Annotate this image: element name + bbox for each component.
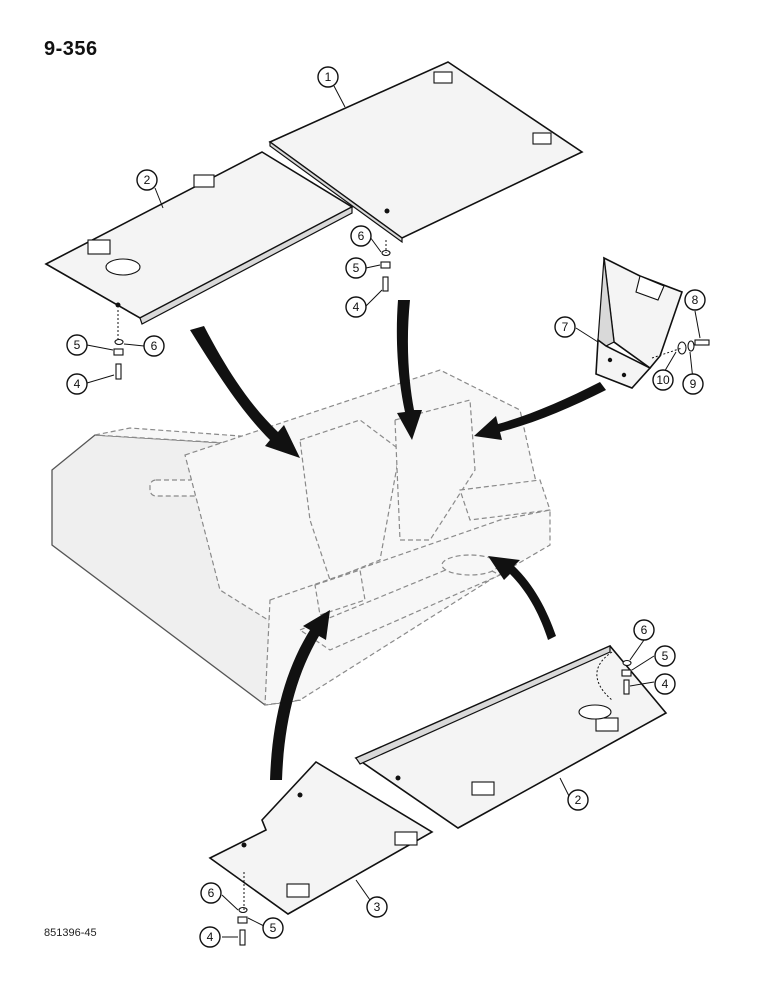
- callout-1: 1: [317, 66, 339, 88]
- callout-9: 9: [682, 373, 704, 395]
- svg-text:4: 4: [207, 930, 214, 944]
- callout-6-bottom-right: 6: [633, 619, 655, 641]
- hardware-set-bottom-left: [237, 906, 248, 946]
- callout-10: 10: [652, 369, 674, 391]
- install-arrow-bottom-left: [270, 610, 330, 780]
- callout-6-bottom-left: 6: [200, 882, 222, 904]
- svg-text:4: 4: [74, 377, 81, 391]
- callout-4-bottom-right: 4: [654, 673, 676, 695]
- svg-text:6: 6: [151, 339, 158, 353]
- svg-text:10: 10: [656, 373, 670, 387]
- panel-2-bottom-right-cover: [354, 645, 668, 829]
- panel-1-top-cover: [268, 61, 584, 244]
- svg-text:5: 5: [353, 261, 360, 275]
- bracket-7: [595, 256, 684, 389]
- hinge-icon: [394, 831, 418, 846]
- hardware-set-top-left: [113, 338, 124, 380]
- svg-text:4: 4: [353, 300, 360, 314]
- hinge-icon: [87, 239, 111, 255]
- svg-text:5: 5: [662, 649, 669, 663]
- svg-text:4: 4: [662, 677, 669, 691]
- svg-text:2: 2: [144, 173, 151, 187]
- hinge-icon: [595, 717, 619, 732]
- hardware-set-top-center: [380, 249, 391, 292]
- callout-5-bottom-left: 5: [262, 917, 284, 939]
- hinge-icon: [532, 132, 552, 145]
- hardware-set-bottom-right: [621, 659, 632, 695]
- callout-4-top-center: 4: [345, 296, 367, 318]
- hinge-icon: [471, 781, 495, 796]
- svg-text:5: 5: [74, 338, 81, 352]
- figure-reference-number: 851396-45: [44, 927, 97, 939]
- callout-8: 8: [684, 289, 706, 311]
- install-arrow-top-center: [396, 300, 422, 440]
- svg-text:7: 7: [562, 320, 569, 334]
- callout-5-bottom-right: 5: [654, 645, 676, 667]
- callout-6-top-left: 6: [143, 335, 165, 357]
- callout-2-top: 2: [136, 169, 158, 191]
- callout-4-top-left: 4: [66, 373, 88, 395]
- callout-2-bottom: 2: [567, 789, 589, 811]
- svg-text:5: 5: [270, 921, 277, 935]
- svg-text:9: 9: [690, 377, 697, 391]
- hinge-icon: [433, 71, 453, 84]
- install-arrow-top-left: [190, 326, 300, 458]
- hinge-icon: [286, 883, 310, 898]
- hinge-icon: [193, 174, 215, 188]
- svg-text:2: 2: [575, 793, 582, 807]
- svg-text:6: 6: [358, 229, 365, 243]
- callout-5-top-center: 5: [345, 257, 367, 279]
- install-arrow-bracket: [474, 382, 606, 440]
- callout-5-top-left: 5: [66, 334, 88, 356]
- panel-2-top-left-cover: [44, 151, 354, 325]
- svg-text:6: 6: [208, 886, 215, 900]
- svg-text:1: 1: [325, 70, 332, 84]
- svg-text:8: 8: [692, 293, 699, 307]
- callout-7: 7: [554, 316, 576, 338]
- callout-4-bottom-left: 4: [199, 926, 221, 948]
- callout-3: 3: [366, 896, 388, 918]
- svg-text:3: 3: [374, 900, 381, 914]
- hardware-set-bracket: [677, 339, 710, 355]
- callout-6-top-center: 6: [350, 225, 372, 247]
- install-arrow-bottom-right: [488, 556, 556, 640]
- panel-3-bottom-left-cover: [208, 760, 434, 915]
- page-number: 9-356: [44, 38, 98, 60]
- svg-text:6: 6: [641, 623, 648, 637]
